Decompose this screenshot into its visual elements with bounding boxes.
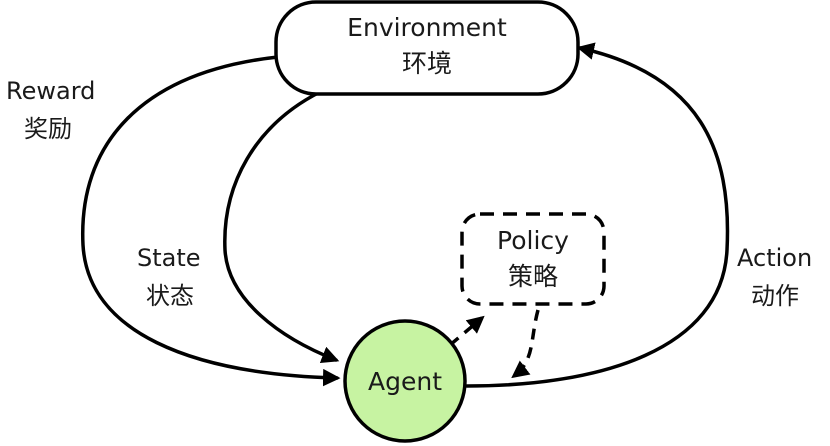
policy-to-agent-arrow — [511, 309, 540, 379]
action-label-en: Action — [737, 244, 812, 272]
agent-circle — [343, 319, 467, 443]
state-label-en: State — [137, 244, 201, 272]
agent-to-policy-arrow — [448, 315, 485, 347]
action-arrow — [465, 42, 730, 388]
environment-node: Environment 环境 — [274, 0, 580, 96]
environment-box — [274, 0, 580, 96]
environment-label-en: Environment — [347, 13, 507, 42]
policy-label-zh: 策略 — [508, 262, 558, 291]
reward-label-zh: 奖励 — [24, 115, 72, 143]
agent-node: Agent — [343, 319, 467, 443]
environment-label-zh: 环境 — [402, 49, 452, 78]
policy-node: Policy 策略 — [460, 212, 606, 306]
reward-label-en: Reward — [6, 77, 95, 105]
policy-box — [460, 212, 606, 306]
action-label-zh: 动作 — [751, 282, 799, 310]
agent-label: Agent — [368, 367, 442, 396]
state-label-zh: 状态 — [146, 282, 194, 310]
policy-label-en: Policy — [497, 226, 569, 255]
state-arrow — [223, 90, 340, 364]
reward-arrow — [81, 55, 341, 387]
